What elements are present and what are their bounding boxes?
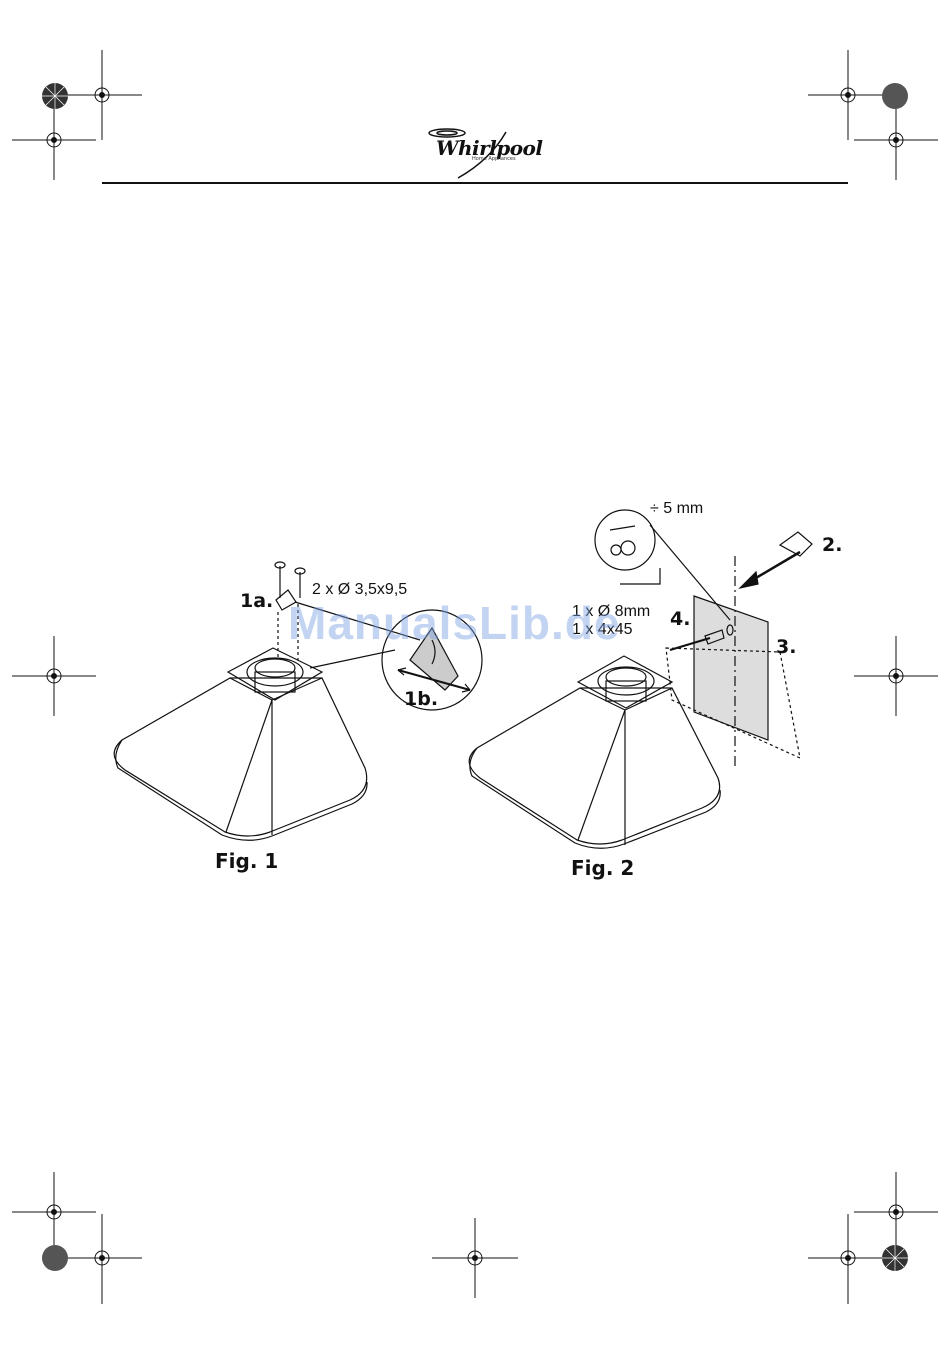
step-2-label: 2. — [822, 534, 842, 556]
figure-2-caption: Fig. 2 — [571, 856, 634, 880]
step-3-label: 3. — [776, 636, 796, 658]
step-4-label: 4. — [670, 608, 690, 630]
gap-label: ÷ 5 mm — [650, 500, 703, 518]
watermark: ManualsLib.de — [288, 596, 620, 650]
